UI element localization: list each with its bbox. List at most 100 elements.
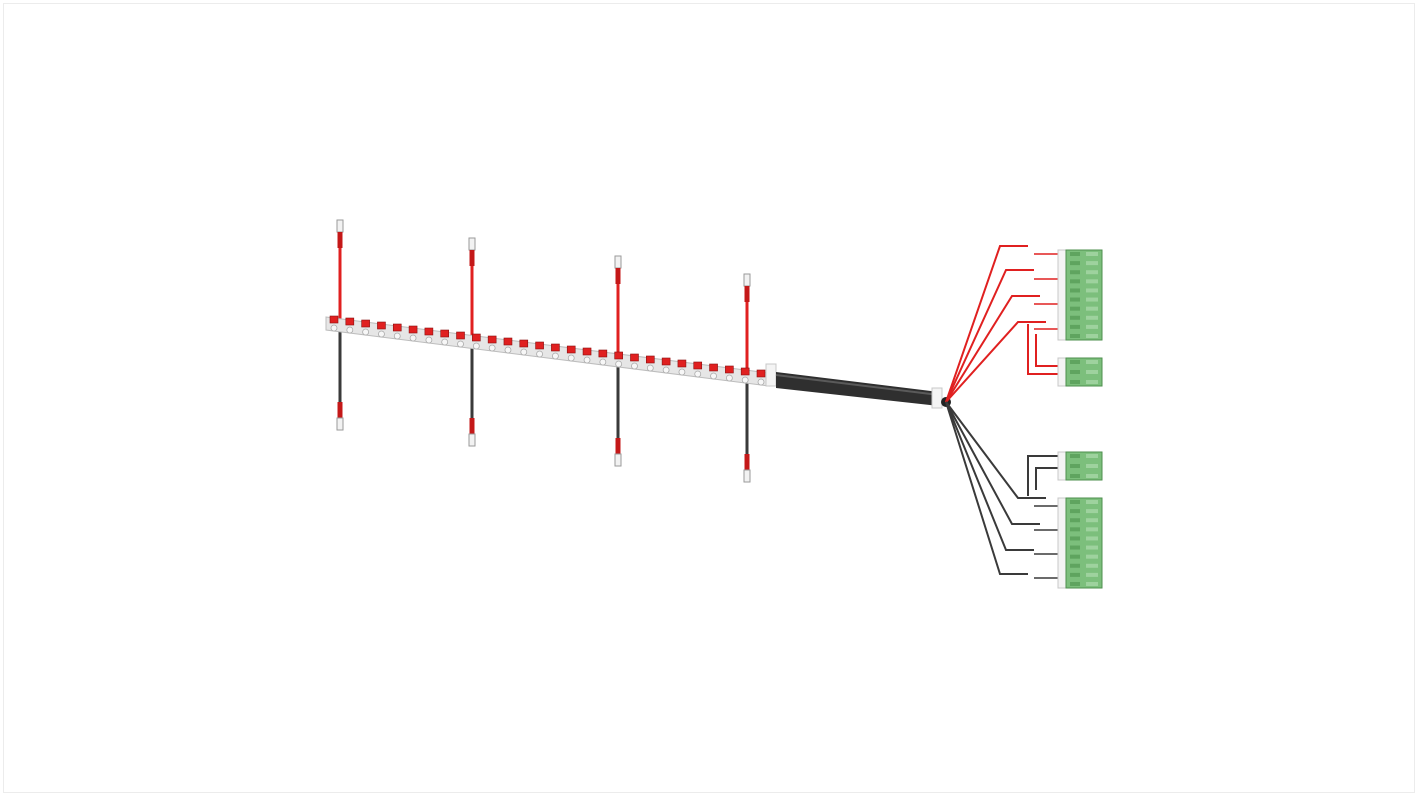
fan-out-wires [945,245,1064,579]
terminal-slot [1086,536,1098,541]
terminal-slot [1086,545,1098,550]
fuse [519,339,529,348]
terminal-screw [1070,306,1080,311]
terminal-slot [1086,518,1098,523]
fuse [566,345,576,354]
positive-fan-wire [945,269,1034,403]
ring-terminal [614,255,622,269]
fuse [693,361,703,370]
terminal-connectors [1057,249,1103,589]
terminal-slot [1086,370,1098,374]
fuse-terminal [694,370,702,378]
fuse-terminal [725,374,733,382]
terminal-screw [1070,518,1080,523]
terminal-slot [1086,554,1098,559]
heat-shrink-sleeve [337,232,343,248]
heat-shrink-sleeve [615,268,621,284]
ring-terminal [336,417,344,431]
terminal-screw [1070,252,1080,256]
fuse-terminal [599,358,607,366]
fuse-terminal [330,324,338,332]
terminal-slot [1086,527,1098,532]
fuse [392,323,402,332]
fuse [487,335,497,344]
terminal-slot [1086,261,1098,266]
negative-fan-wire [945,401,1028,575]
fuse-terminal [615,360,623,368]
negative-fan-wire [945,401,1040,525]
fuse-terminal [536,350,543,358]
fuse-terminal [409,334,417,342]
fuse-terminal [441,338,449,346]
terminal-slot [1086,315,1098,320]
fuse-terminal [646,364,654,372]
fuse [345,317,355,326]
fuse [740,367,750,376]
fuse-terminal [504,346,512,354]
terminal-screw [1070,297,1080,302]
ring-terminal [614,453,622,467]
connector-housing [1057,451,1067,481]
fuse-terminal [710,372,717,380]
terminal-slot [1086,563,1098,568]
negative-loop-wire [1035,467,1062,490]
fuse-distribution-bar [325,315,777,387]
positive-fan-wire [945,245,1028,403]
terminal-slot [1086,582,1098,586]
fuse-terminal [741,376,749,384]
fuse-bar-body [325,316,770,387]
ring-terminal [468,237,476,251]
fuse [535,341,544,350]
terminal-screw [1070,572,1080,577]
fuse [408,325,418,334]
heat-shrink-sleeve [337,402,343,418]
heat-shrink-sleeve [469,418,475,434]
connector-housing [1057,497,1067,589]
terminal-screw [1070,334,1080,338]
fuse-terminal [583,356,591,364]
terminal-slot [1086,324,1098,329]
fuse [630,353,639,362]
fuse [725,365,734,374]
main-trunk-cable [775,372,951,409]
fuse-terminal [567,354,575,362]
terminal-slot [1086,454,1098,458]
terminal-slot [1086,464,1098,468]
positive-fan-wire [945,321,1046,403]
terminal-slot [1086,334,1098,338]
connector-housing [1057,357,1067,387]
fuse [424,327,434,336]
terminal-slot [1086,572,1098,577]
fuse-terminal [631,362,638,370]
terminal-slot [1086,288,1098,293]
fuse-terminal [425,336,433,344]
terminal-slot [1086,360,1098,364]
terminal-slot [1086,279,1098,284]
terminal-screw [1070,527,1080,532]
terminal-screw [1070,582,1080,586]
terminal-screw [1070,315,1080,320]
terminal-slot [1086,306,1098,311]
terminal-screw [1070,288,1080,293]
terminal-screw [1070,464,1080,468]
fuse-terminal [457,340,464,348]
terminal-screw [1070,360,1080,364]
fuse-terminal [362,328,370,336]
image-canvas [3,3,1415,793]
fuse [503,337,513,346]
heat-shrink-sleeve [615,438,621,454]
fuse [645,355,655,364]
terminal-screw [1070,500,1080,504]
terminal-screw [1070,545,1080,550]
terminal-slot [1086,297,1098,302]
terminal-slot [1086,509,1098,514]
heat-shrink-sleeve [469,250,475,266]
terminal-screw [1070,509,1080,514]
terminal-screw [1070,370,1080,374]
fuse [661,357,671,366]
heat-shrink-sleeve [744,286,750,302]
connector-housing [1057,249,1067,341]
terminal-screw [1070,324,1080,329]
ring-terminal [336,219,344,233]
fuse [440,329,450,338]
